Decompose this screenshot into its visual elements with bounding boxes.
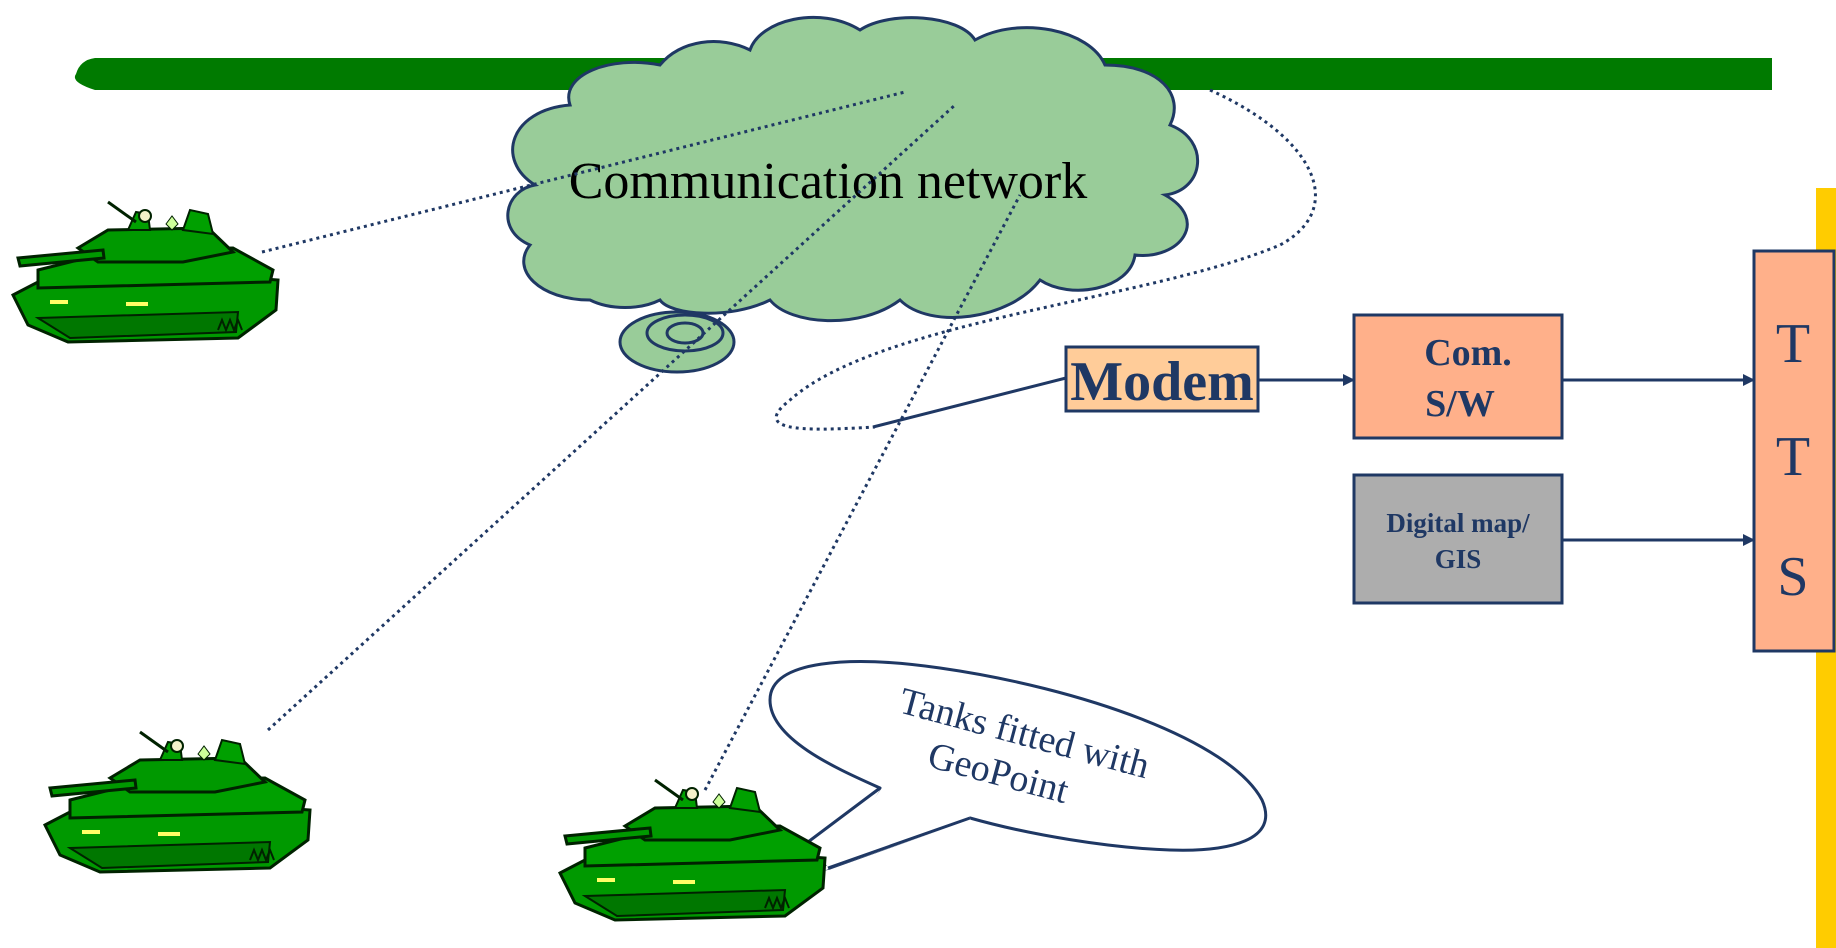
com-sw-line2: S/W — [1425, 383, 1495, 425]
tank-bottom-left — [43, 730, 312, 874]
dotted-links — [261, 88, 1317, 791]
callout-bubble: Tanks fitted with GeoPoint — [768, 660, 1268, 872]
link-loop — [774, 88, 1317, 431]
tts-letter-3: S — [1777, 546, 1808, 608]
communication-network-cloud: Communication network — [506, 15, 1199, 374]
tank-top-left — [11, 200, 280, 344]
link-tank2 — [266, 103, 957, 732]
link-tank1 — [261, 90, 906, 254]
tts-box: T T S — [1752, 249, 1836, 653]
cloud-label: Communication network — [569, 153, 1087, 210]
com-sw-box: Com. S/W — [1352, 313, 1564, 440]
tank-bottom-center — [558, 778, 827, 922]
com-sw-line1: Com. — [1424, 332, 1512, 374]
tts-letter-1: T — [1776, 313, 1810, 375]
arrows — [1258, 374, 1755, 546]
digital-map-line2: GIS — [1435, 544, 1482, 574]
digital-map-line1: Digital map/ — [1386, 508, 1530, 538]
digital-map-box: Digital map/ GIS — [1352, 473, 1564, 605]
tts-letter-2: T — [1776, 426, 1810, 488]
modem-link — [872, 376, 1067, 429]
modem-label: Modem — [1070, 351, 1254, 413]
modem-box: Modem — [1064, 345, 1260, 413]
link-tank3 — [703, 194, 1022, 791]
